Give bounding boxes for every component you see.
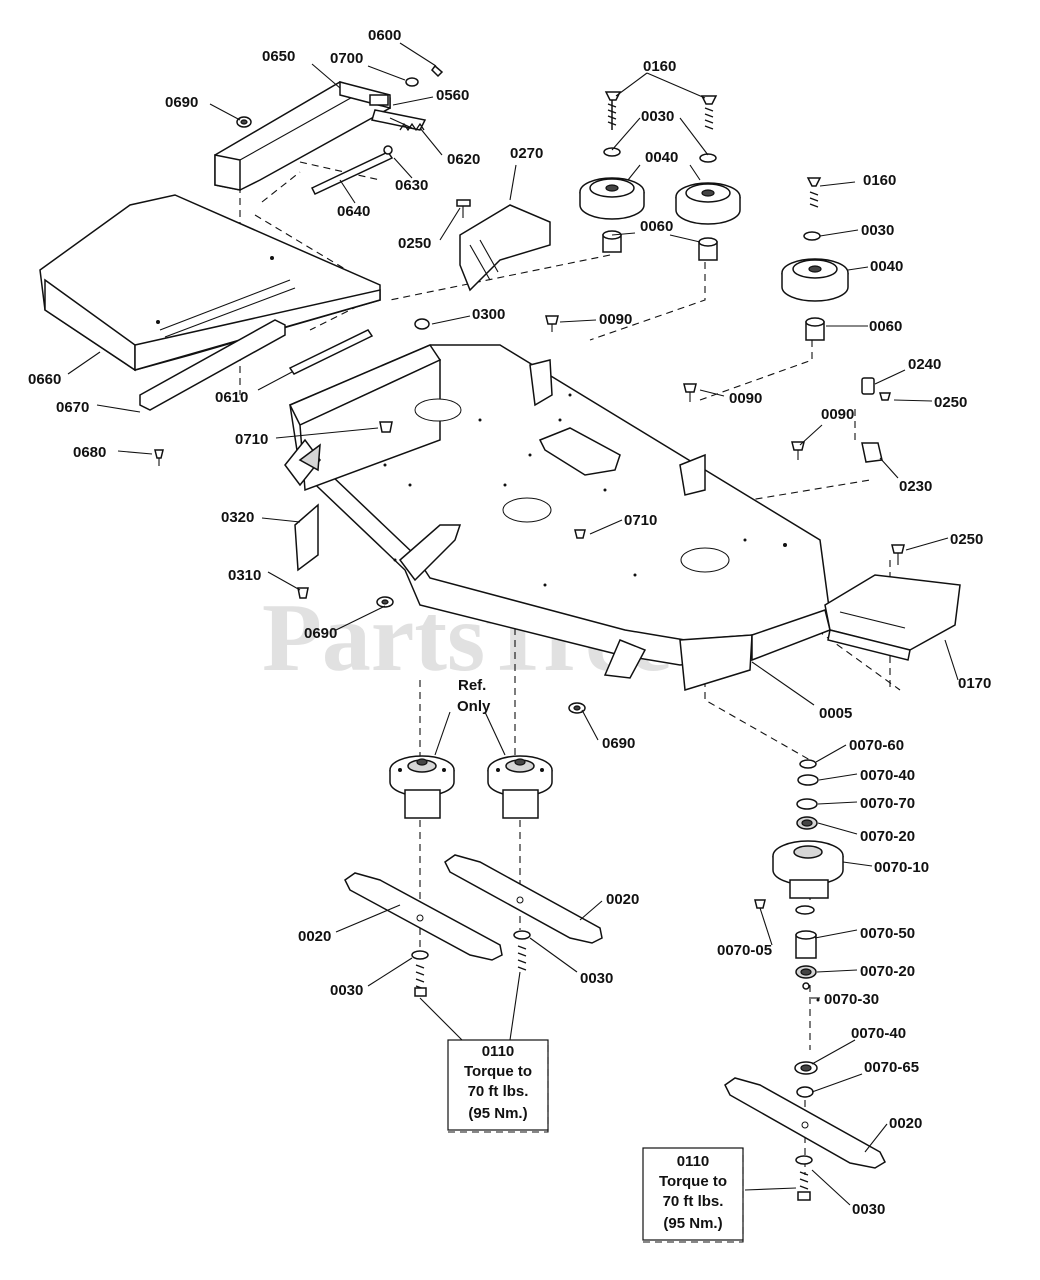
label-0090-b: 0090 [729,390,762,407]
baffle-0170 [824,574,961,661]
label-0070-40-a: 0070-40 [860,767,915,784]
label-0090-a: 0090 [599,311,632,328]
pulley-middle [675,95,741,261]
label-0070-40-b: 0070-40 [851,1025,906,1042]
label-0020-a: 0020 [298,928,331,945]
label-0310: 0310 [228,567,261,584]
label-0070-60: 0070-60 [849,737,904,754]
label-0690-b: 0690 [304,625,337,642]
label-0070-30: 0070-30 [824,991,879,1008]
label-0160-b: 0160 [863,172,896,189]
bolt-0250-a [456,199,471,218]
label-0070-10: 0070-10 [874,859,929,876]
spindle-middle [487,755,553,819]
label-0170: 0170 [958,675,991,692]
torque-2-line3: 70 ft lbs. [663,1193,724,1210]
torque-2-line4: (95 Nm.) [663,1215,722,1232]
label-0690-top: 0690 [165,94,198,111]
label-0250-a: 0250 [398,235,431,252]
label-0230: 0230 [899,478,932,495]
label-0560: 0560 [436,87,469,104]
leader-lines [67,42,959,1206]
label-0070-20-b: 0070-20 [860,963,915,980]
label-0680: 0680 [73,444,106,461]
torque-1-line4: (95 Nm.) [468,1105,527,1122]
label-0005: 0005 [819,705,852,722]
spindle-exploded [754,759,844,1098]
label-0620: 0620 [447,151,480,168]
blade-middle [444,854,603,944]
label-0630: 0630 [395,177,428,194]
bracket-0670 [139,319,286,411]
label-0040-b: 0040 [870,258,903,275]
pivot-bracket [214,64,444,195]
label-0250-c: 0250 [950,531,983,548]
blade-right [724,1077,886,1169]
label-0070-65: 0070-65 [864,1059,919,1076]
label-0040-a: 0040 [645,149,678,166]
label-0710-a: 0710 [235,431,268,448]
label-0160-a: 0160 [643,58,676,75]
label-0030-a: 0030 [641,108,674,125]
deck-cover [39,194,381,372]
shield-0270 [459,204,551,292]
label-0030-b: 0030 [861,222,894,239]
label-ref: Ref. [458,677,486,694]
deck-plate [284,344,831,691]
pulley-right [781,177,849,341]
rod-0610 [288,329,374,375]
torque-2-part: 0110 [677,1153,710,1170]
label-0270: 0270 [510,145,543,162]
torque-1-line3: 70 ft lbs. [468,1083,529,1100]
label-0670: 0670 [56,399,89,416]
label-0030-e: 0030 [852,1201,885,1218]
torque-1-line2: Torque to [464,1063,532,1080]
torque-2-line2: Torque to [659,1173,727,1190]
label-only: Only [457,698,491,715]
spindle-left [389,755,455,819]
label-0700: 0700 [330,50,363,67]
label-0020-c: 0020 [889,1115,922,1132]
label-0060-a: 0060 [640,218,673,235]
pulley-left [579,91,645,253]
label-0030-c: 0030 [330,982,363,999]
label-0060-b: 0060 [869,318,902,335]
label-0070-05: 0070-05 [717,942,772,959]
part-labels: 0600 0650 0700 0690 0560 0620 0630 0640 … [28,27,991,1218]
label-0250-b: 0250 [934,394,967,411]
small-hardware [154,315,905,714]
label-0640: 0640 [337,203,370,220]
label-0070-20-a: 0070-20 [860,828,915,845]
torque-box-2: 0110 Torque to 70 ft lbs. (95 Nm.) [642,1147,744,1243]
label-0300: 0300 [472,306,505,323]
label-0030-d: 0030 [580,970,613,987]
blade-left [344,872,503,961]
bracket-0320 [294,503,319,572]
label-0020-b: 0020 [606,891,639,908]
label-0610: 0610 [215,389,248,406]
blade-hardware [411,930,813,1201]
label-0070-50: 0070-50 [860,925,915,942]
label-0690-c: 0690 [602,735,635,752]
nut-0690-top [236,116,252,128]
torque-box-1: 0110 Torque to 70 ft lbs. (95 Nm.) [447,1039,549,1133]
label-0600: 0600 [368,27,401,44]
label-0070-70: 0070-70 [860,795,915,812]
label-0090-c: 0090 [821,406,854,423]
torque-1-part: 0110 [482,1043,515,1060]
label-0650: 0650 [262,48,295,65]
label-0320: 0320 [221,509,254,526]
label-0660: 0660 [28,371,61,388]
label-0240: 0240 [908,356,941,373]
label-0710-b: 0710 [624,512,657,529]
